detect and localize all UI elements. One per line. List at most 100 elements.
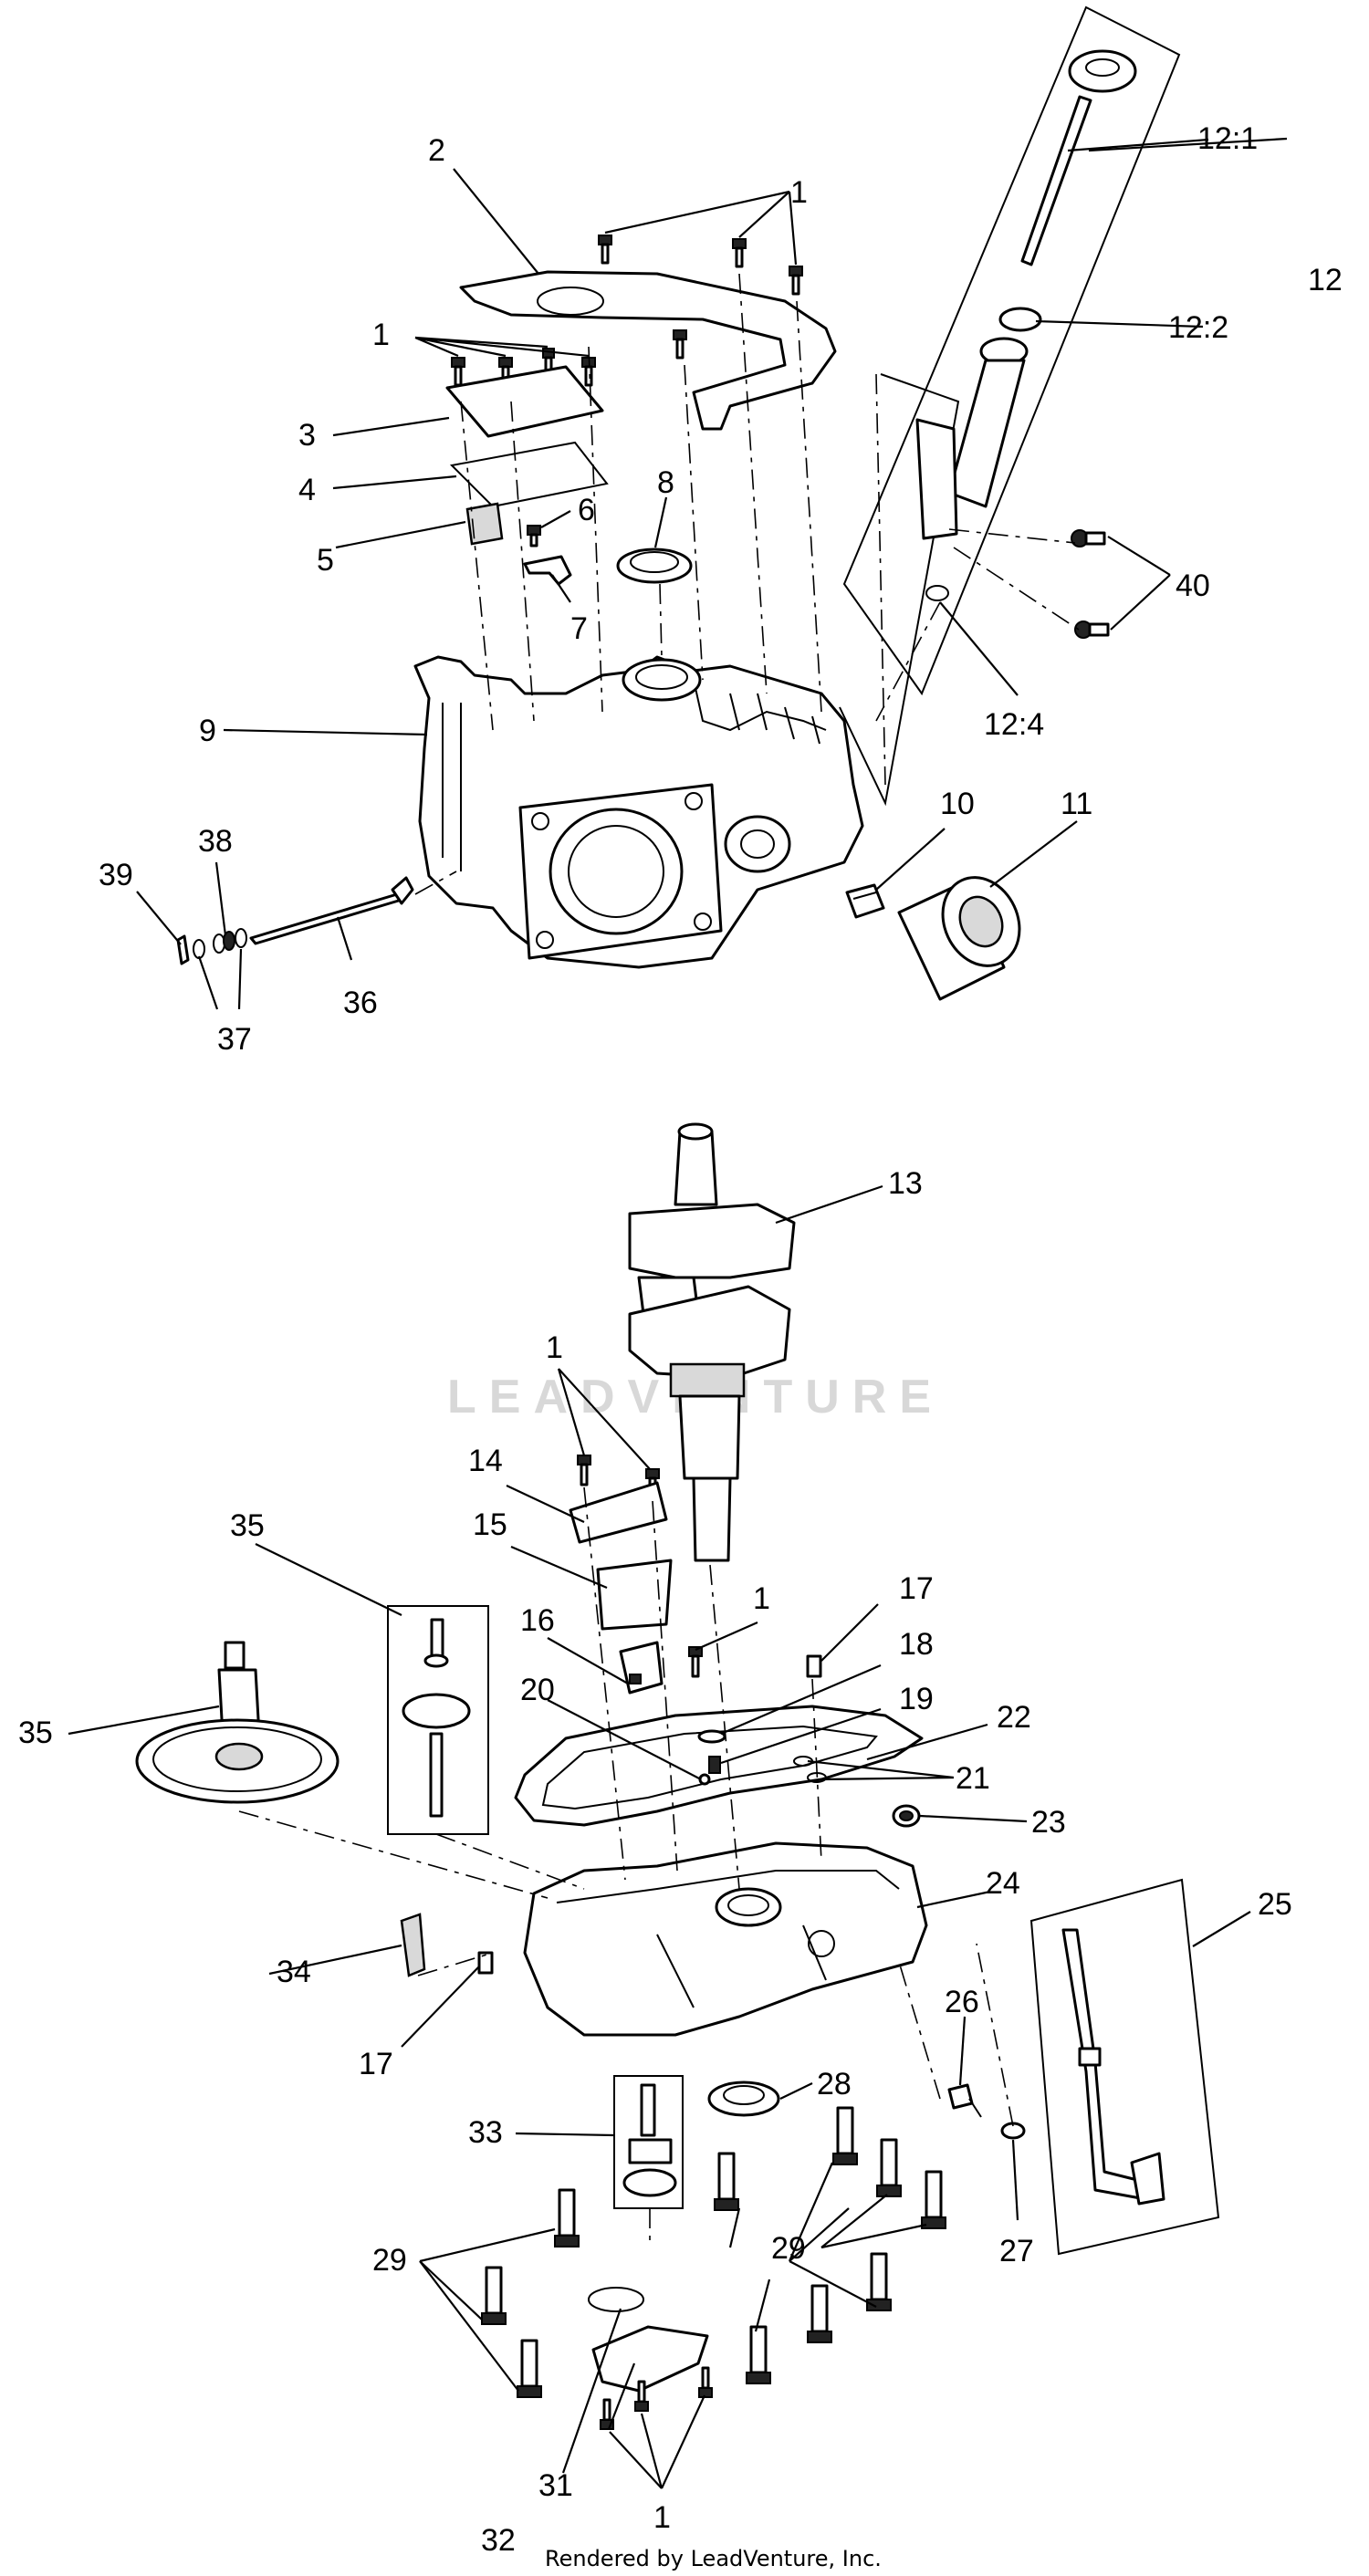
pump-cover-30-part[interactable] [591, 2325, 709, 2393]
label-32: 33 [468, 2115, 503, 2150]
lower-alignment-lines [238, 1486, 1014, 2245]
dipstick-subgroup-box [839, 373, 960, 807]
label-2: 2 [428, 133, 445, 168]
label-20: 20 [520, 1673, 555, 1707]
governor-gear-part[interactable] [402, 1618, 471, 1818]
label-27: 27 [999, 2234, 1034, 2268]
breather-cover-part[interactable] [445, 365, 604, 438]
oring-31-part[interactable] [588, 2287, 644, 2312]
plug-23-part[interactable] [892, 1804, 921, 1828]
label-13: 13 [888, 1166, 923, 1201]
oil-pump-part[interactable] [622, 2083, 677, 2197]
label-5: 5 [317, 543, 334, 578]
screw-1-group-bottom[interactable] [600, 2366, 713, 2430]
sensor-16-part[interactable] [619, 1641, 664, 1695]
filter-element-part[interactable] [465, 502, 504, 546]
label-17b: 17 [359, 2047, 393, 2081]
spring-19-part[interactable] [708, 1756, 721, 1774]
label-17a: 17 [899, 1571, 934, 1606]
bracket-hole [537, 287, 604, 316]
label-35-visible: 35 [230, 1508, 265, 1543]
label-31: 32 [481, 2523, 516, 2558]
label-25: 25 [1258, 1887, 1292, 1922]
bolt-40-upper[interactable] [1071, 529, 1106, 548]
label-12-1: 12:1 [1197, 121, 1258, 156]
label-8: 8 [657, 465, 674, 500]
dowel-17-lower-part[interactable] [477, 1951, 494, 1975]
pickup-tube-box [1029, 1878, 1220, 2256]
label-1c: 1 [546, 1330, 563, 1365]
label-6: 6 [578, 493, 595, 527]
crankcase-part[interactable] [413, 655, 864, 969]
callout-labels: 2 1 1 3 4 5 6 7 8 9 10 11 12 12:1 12:2 1… [18, 121, 1343, 2558]
oil-seal-28-part[interactable] [707, 2081, 780, 2117]
dowel-17-upper-part[interactable] [806, 1654, 822, 1678]
label-21: 21 [956, 1761, 990, 1796]
label-4: 4 [298, 473, 316, 507]
block-33-part[interactable] [400, 1913, 426, 1977]
label-26: 26 [945, 1985, 979, 2019]
label-1a: 1 [790, 175, 808, 210]
label-9: 9 [199, 714, 216, 748]
label-12-2: 12:2 [1168, 310, 1228, 345]
breather-gasket-part[interactable] [449, 441, 609, 508]
label-19: 19 [899, 1682, 934, 1716]
label-18: 18 [899, 1627, 934, 1662]
leader-lines [68, 137, 1288, 2489]
oring-12-4[interactable] [925, 585, 949, 601]
label-36: 36 [343, 986, 378, 1020]
oil-pan-part[interactable] [523, 1841, 928, 2037]
oil-filter-nipple-part[interactable] [845, 883, 885, 919]
label-12: 12 [1308, 263, 1343, 297]
label-22: 22 [997, 1700, 1031, 1735]
bolt-40-lower[interactable] [1074, 621, 1110, 639]
ball-20-part[interactable] [698, 1773, 711, 1786]
label-29a: 29 [372, 2243, 407, 2278]
label-10: 10 [940, 787, 975, 821]
washers-37-part[interactable] [193, 928, 247, 959]
label-12-4: 12:4 [984, 707, 1044, 742]
label-29b: 29 [771, 2231, 806, 2266]
label-38: 38 [198, 824, 233, 859]
label-39: 39 [99, 858, 133, 892]
camshaft-part[interactable] [135, 1641, 340, 1804]
oil-filter-part[interactable] [897, 865, 1033, 1001]
bolt-29-group[interactable] [481, 2106, 946, 2398]
governor-shaft-part[interactable] [249, 876, 414, 945]
label-23: 23 [1031, 1805, 1066, 1840]
label-33: 34 [277, 1955, 311, 1989]
label-16: 16 [520, 1603, 555, 1638]
reed-valve-part[interactable] [523, 555, 572, 586]
label-30: 31 [538, 2468, 573, 2503]
breather-bracket-part[interactable] [459, 270, 837, 431]
dipstick-part[interactable] [1020, 49, 1137, 266]
label-1d: 1 [753, 1581, 770, 1616]
clip-38-part[interactable] [223, 931, 235, 951]
label-37: 37 [217, 1022, 252, 1057]
label-28: 28 [817, 2067, 852, 2101]
label-1e: 1 [653, 2500, 671, 2535]
pin-39-part[interactable] [176, 934, 190, 965]
washer-18-part[interactable] [697, 1729, 726, 1744]
seal-15-part[interactable] [596, 1559, 673, 1631]
upper-alignment-lines [414, 273, 1080, 895]
label-15: 15 [473, 1507, 507, 1542]
screw-6-part[interactable] [527, 525, 541, 548]
dipstick-group-box [842, 5, 1181, 696]
label-11: 11 [1061, 787, 1092, 821]
fitting-26-part[interactable] [947, 2083, 982, 2118]
label-7: 7 [570, 611, 588, 646]
label-1b: 1 [372, 318, 390, 352]
pickup-tube-part[interactable] [1061, 1928, 1165, 2206]
oil-seal-8-part[interactable] [616, 548, 693, 584]
label-40: 40 [1176, 568, 1210, 603]
footer-credit: Rendered by LeadVenture, Inc. [545, 2546, 882, 2571]
label-34: 35 [18, 1716, 53, 1750]
label-3: 3 [298, 418, 316, 453]
crankshaft-part[interactable] [628, 1122, 796, 1562]
oil-pump-box [613, 2075, 684, 2209]
balancer-plate-part[interactable] [569, 1481, 668, 1544]
oil-fill-tube-part[interactable] [915, 307, 1042, 540]
label-24: 24 [986, 1866, 1020, 1901]
